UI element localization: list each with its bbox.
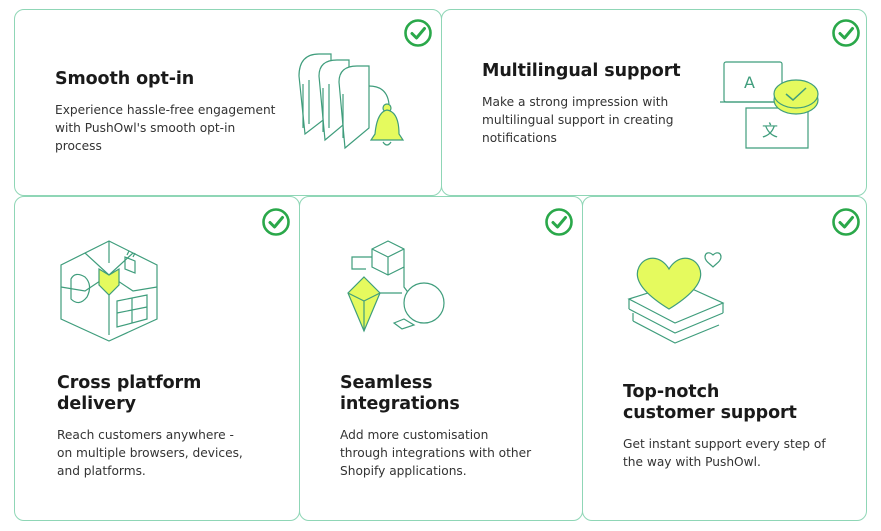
heart-support-icon bbox=[627, 252, 725, 344]
feature-card-seamless-integrations: Seamless integrations Add more customisa… bbox=[299, 196, 583, 521]
card-title: Top-notch customer support bbox=[623, 382, 797, 423]
integration-shapes-icon bbox=[347, 240, 445, 333]
feature-card-customer-support: Top-notch customer support Get instant s… bbox=[582, 196, 867, 521]
bell-popups-icon bbox=[298, 53, 405, 150]
svg-text:文: 文 bbox=[762, 121, 778, 140]
svg-text:A: A bbox=[744, 73, 755, 92]
check-circle-icon bbox=[832, 19, 860, 47]
card-description: Add more customisation through integrati… bbox=[340, 428, 532, 478]
platform-cube-icon bbox=[60, 240, 158, 342]
card-title: Smooth opt-in bbox=[55, 69, 195, 89]
check-circle-icon bbox=[545, 208, 573, 236]
card-description: Reach customers anywhere - on multiple b… bbox=[57, 428, 243, 478]
translation-icon: A 文 bbox=[720, 61, 819, 149]
feature-card-smooth-opt-in: Smooth opt-in Experience hassle-free eng… bbox=[14, 9, 442, 196]
check-circle-icon bbox=[262, 208, 290, 236]
card-title: Seamless integrations bbox=[340, 373, 460, 414]
card-description: Experience hassle-free engagement with P… bbox=[55, 103, 276, 153]
check-circle-icon bbox=[404, 19, 432, 47]
card-title: Cross platform delivery bbox=[57, 373, 202, 414]
feature-card-multilingual-support: Multilingual support Make a strong impre… bbox=[441, 9, 867, 196]
card-description: Get instant support every step of the wa… bbox=[623, 437, 826, 469]
card-description: Make a strong impression with multilingu… bbox=[482, 95, 674, 145]
card-title: Multilingual support bbox=[482, 61, 681, 81]
feature-card-cross-platform-delivery: Cross platform delivery Reach customers … bbox=[14, 196, 300, 521]
check-circle-icon bbox=[832, 208, 860, 236]
